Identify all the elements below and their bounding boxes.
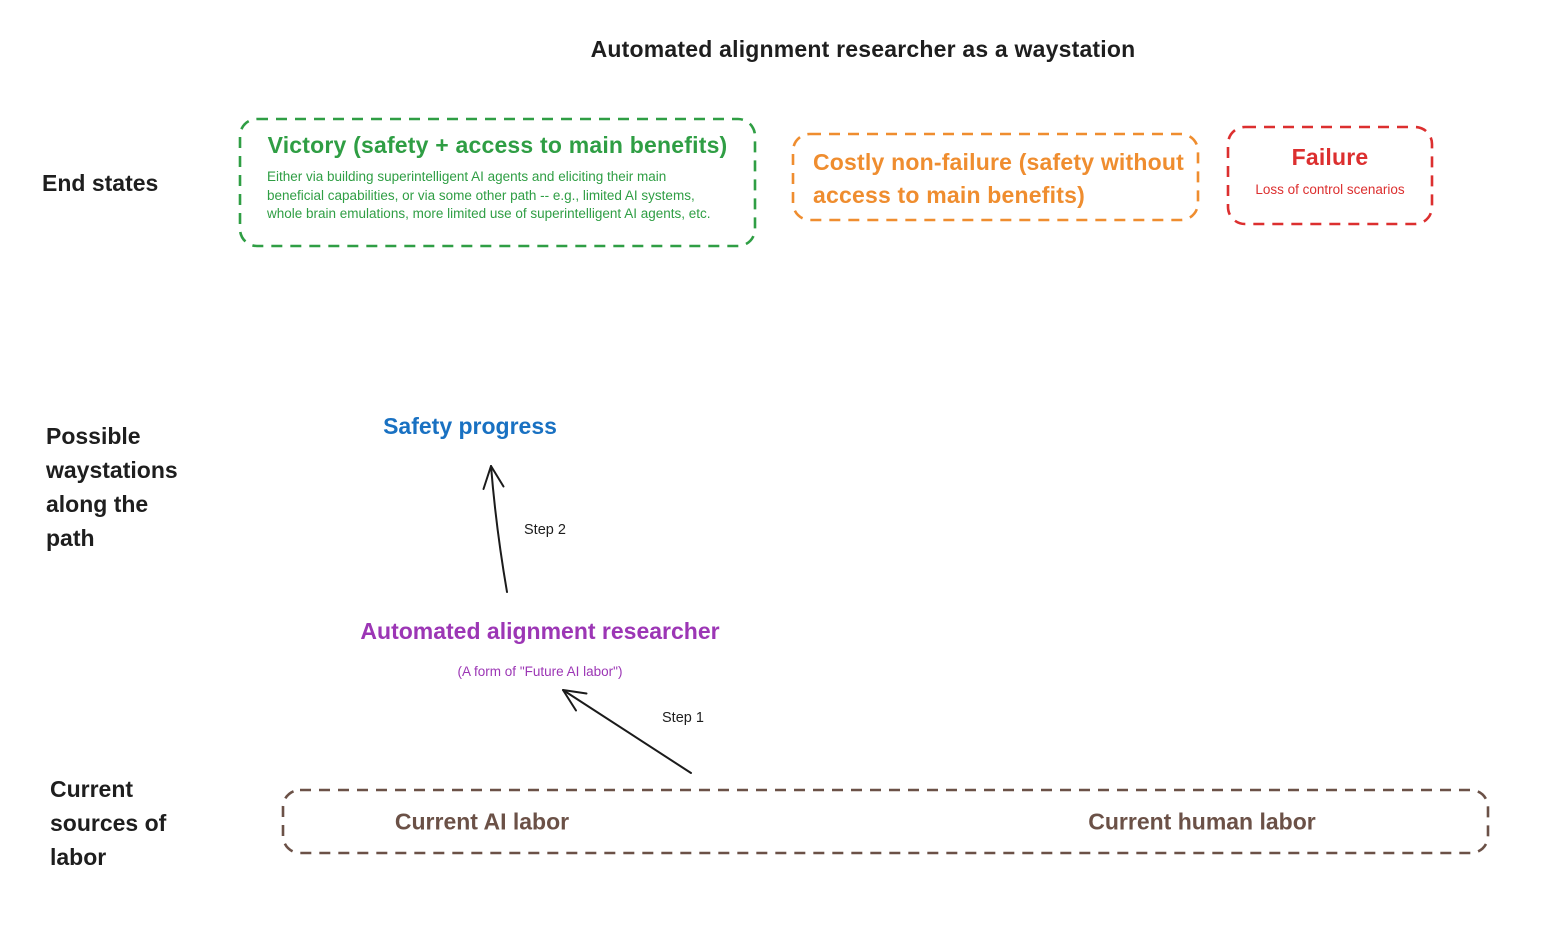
failure-box-title: Failure [1291,144,1369,170]
row-label-waystations: Possible waystations along the path [46,423,178,551]
step-2-arrow [482,465,508,593]
current-ai-labor-label: Current AI labor [394,808,570,834]
costly-non-failure-end-state-box: Costly non-failure (safety without acces… [791,132,1200,222]
victory-end-state-box: Victory (safety + access to main benefit… [238,117,757,248]
future-ai-labor-note: (A form of "Future AI labor") [457,664,623,679]
safety-progress-waystation-label: Safety progress [383,413,557,439]
current-human-labor-label: Current human labor [1088,808,1316,834]
failure-end-state-box: Failure Loss of control scenarios [1226,125,1434,226]
victory-box-description: Either via building superintelligent AI … [267,169,711,222]
failure-box-description: Loss of control scenarios [1255,182,1405,197]
costly-box-title: Costly non-failure (safety without acces… [813,149,1184,208]
page-title: Automated alignment researcher as a ways… [590,36,1136,62]
step-1-label: Step 1 [662,710,704,726]
automated-alignment-researcher-waystation-label: Automated alignment researcher [360,618,720,644]
step-2-label: Step 2 [524,522,566,538]
row-label-current-sources-of-labor: Current sources of labor [50,776,167,870]
failure-box-dashed-border [1226,125,1434,226]
victory-box-title: Victory (safety + access to main benefit… [267,132,728,158]
row-label-end-states: End states [42,170,159,196]
step-1-arrow [562,689,692,774]
current-sources-of-labor-box: Current AI labor Current human labor [281,788,1490,855]
